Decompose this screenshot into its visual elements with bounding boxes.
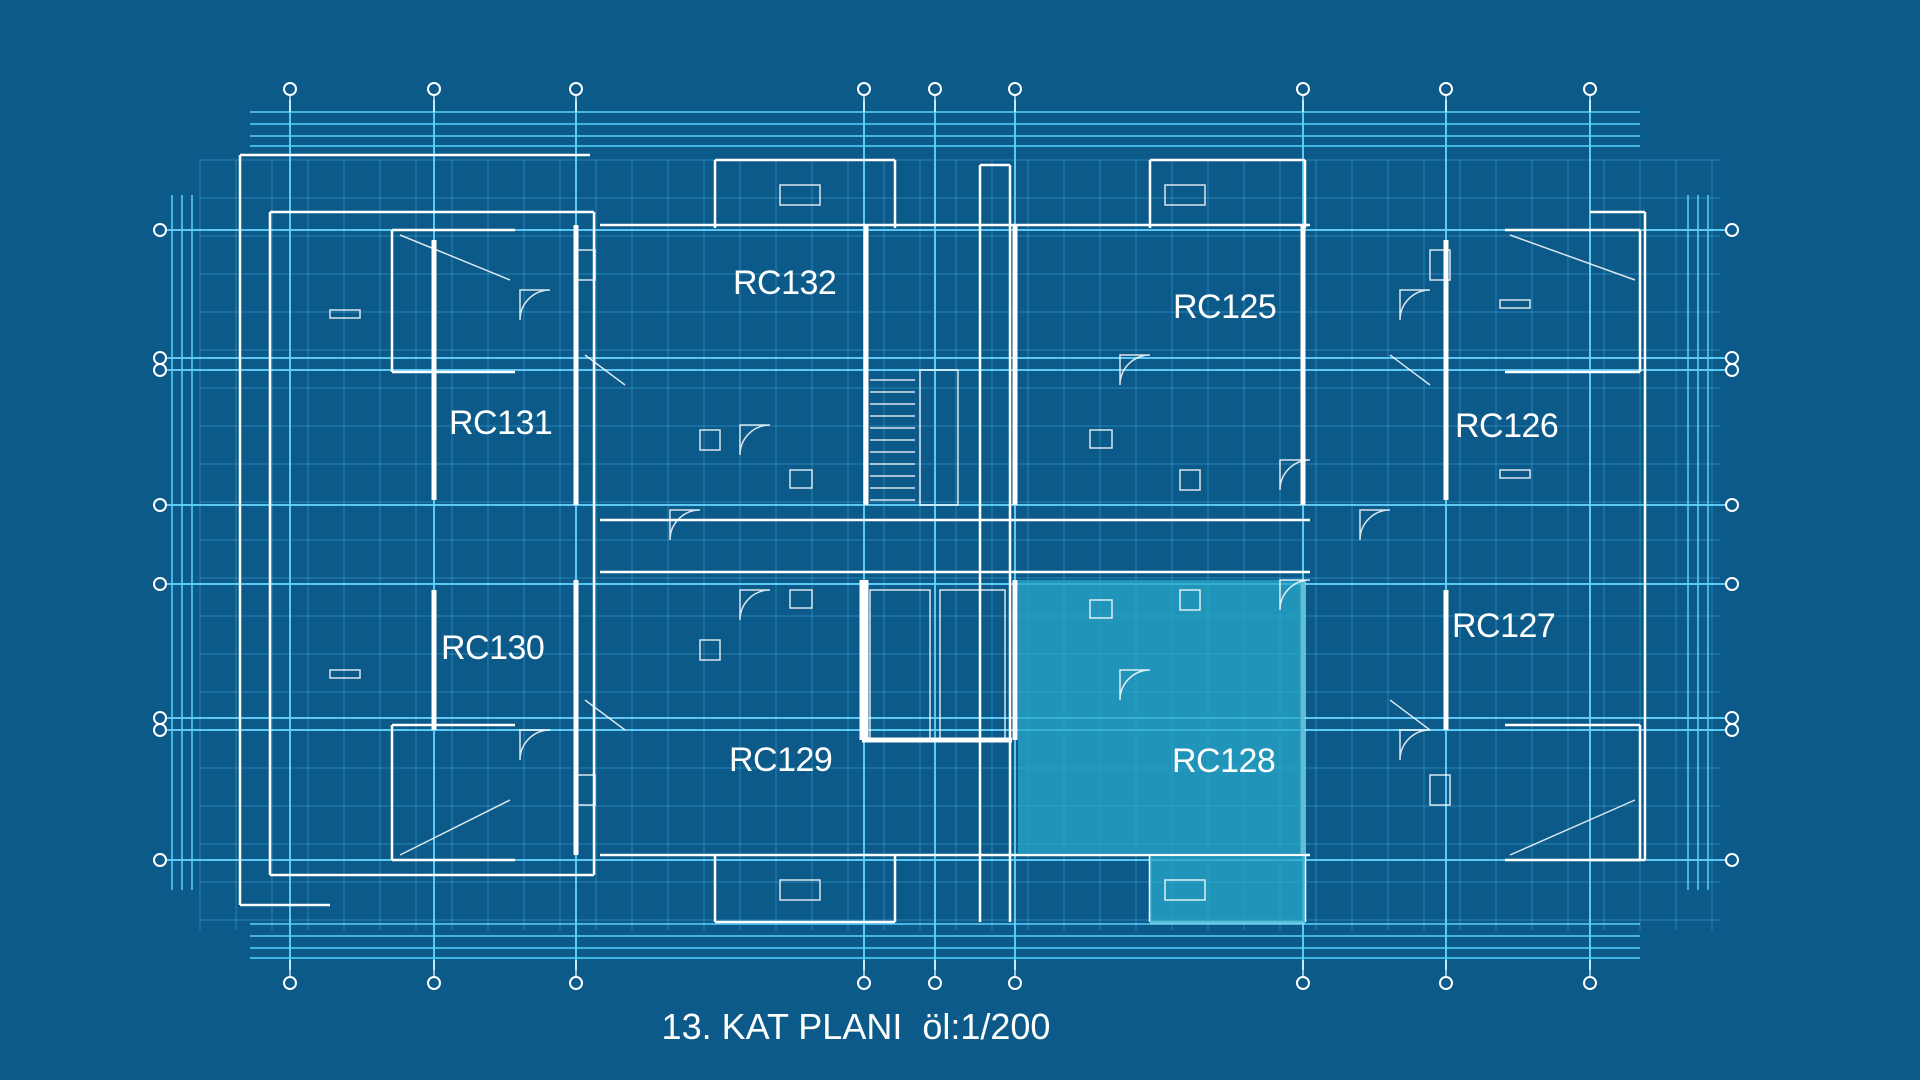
interior-details	[329, 184, 1636, 901]
unit-label-rc132[interactable]: RC132	[733, 264, 837, 302]
unit-rc128-highlight[interactable]	[1018, 580, 1305, 923]
walls	[238, 153, 1647, 924]
unit-label-rc131[interactable]: RC131	[449, 404, 553, 442]
unit-label-rc127[interactable]: RC127	[1452, 607, 1556, 645]
plan-title-caption: 13. KAT PLANI öl:1/200	[661, 1006, 1051, 1047]
unit-label-rc130[interactable]: RC130	[441, 629, 545, 667]
unit-label-rc125[interactable]: RC125	[1173, 288, 1277, 326]
grid-bubbles	[153, 82, 1739, 990]
unit-label-rc129[interactable]: RC129	[729, 741, 833, 779]
unit-label-rc128[interactable]: RC128	[1172, 742, 1276, 780]
unit-label-rc126[interactable]: RC126	[1455, 407, 1559, 445]
